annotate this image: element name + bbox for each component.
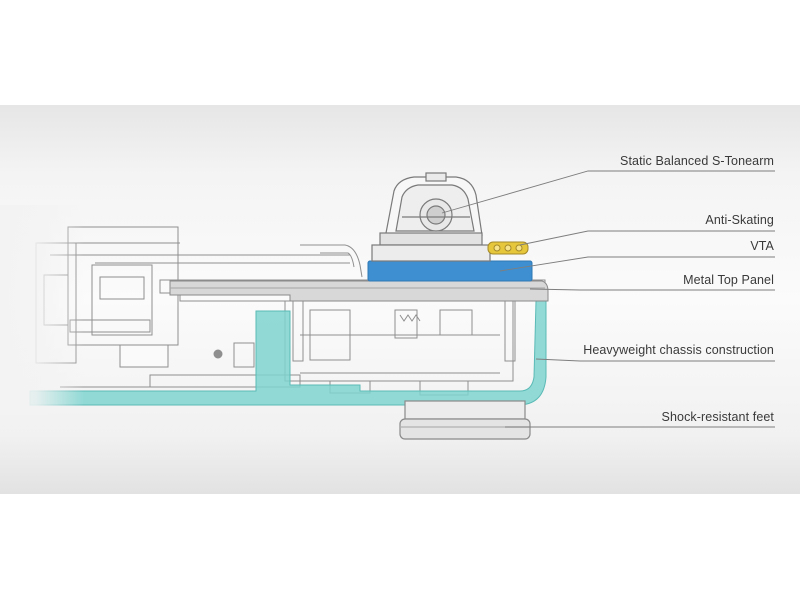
leader-top-panel	[529, 288, 775, 291]
leader-vta	[499, 256, 775, 272]
left-fade	[0, 205, 300, 415]
callout-top-panel: Metal Top Panel	[683, 273, 774, 287]
callout-feet: Shock-resistant feet	[661, 410, 774, 424]
callout-tonearm: Static Balanced S-Tonearm	[620, 154, 774, 168]
callout-anti-skating: Anti-Skating	[705, 213, 774, 227]
callout-chassis: Heavyweight chassis construction	[583, 343, 774, 357]
leader-tonearm	[441, 170, 775, 214]
shock-resistant-foot	[399, 400, 531, 440]
tonearm-assembly	[371, 172, 491, 262]
callout-vta: VTA	[750, 239, 774, 253]
anti-skating-knob	[487, 241, 529, 255]
diagram-panel: Static Balanced S-Tonearm Anti-Skating V…	[0, 105, 800, 494]
turntable-cross-section	[0, 170, 775, 440]
leader-anti-skating	[519, 230, 775, 246]
vta-highlight	[367, 260, 533, 282]
leader-chassis	[535, 358, 775, 362]
leader-lines	[441, 170, 775, 428]
